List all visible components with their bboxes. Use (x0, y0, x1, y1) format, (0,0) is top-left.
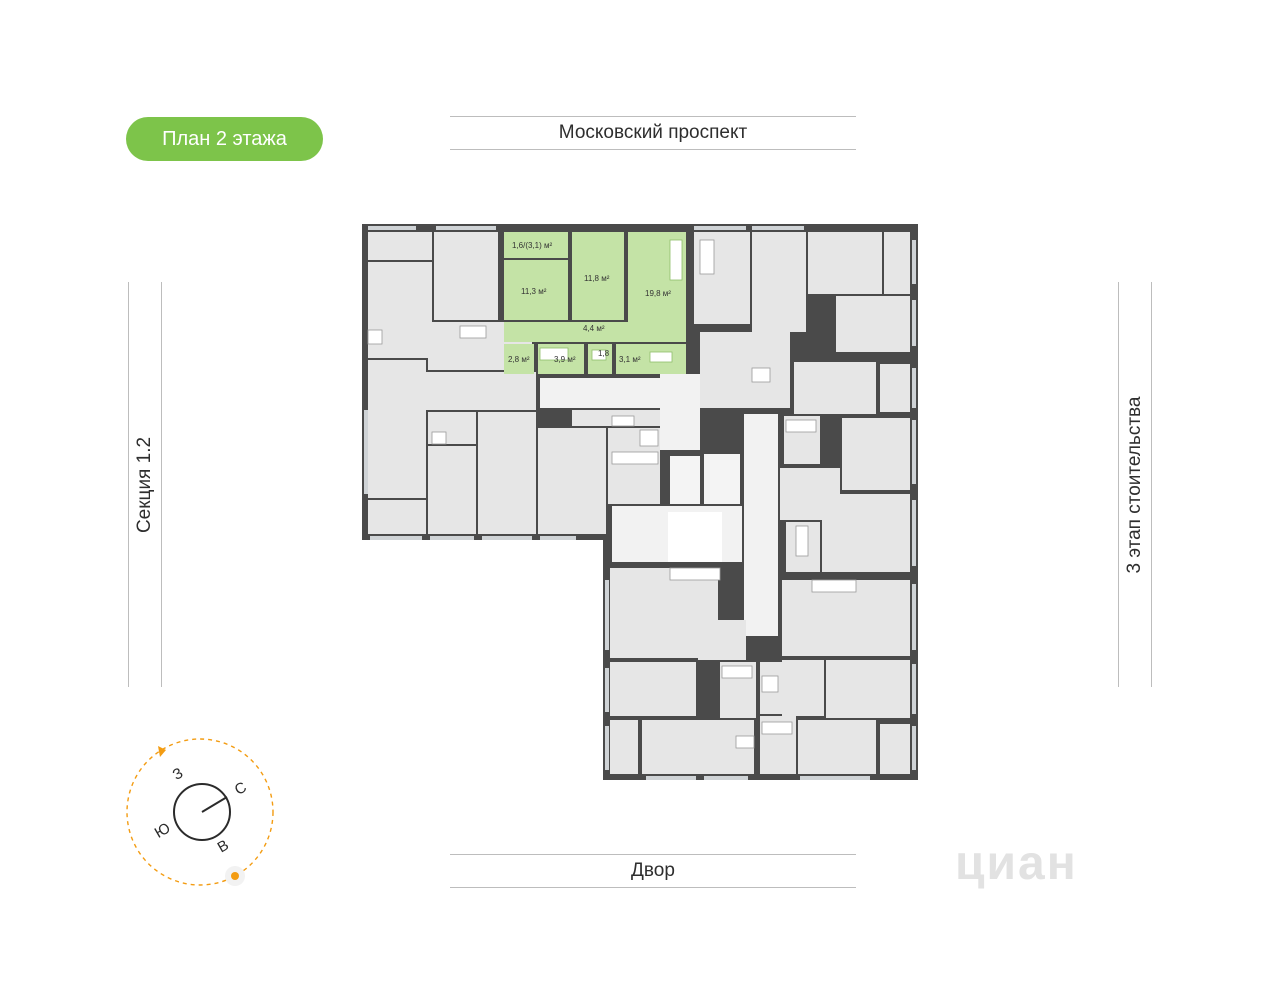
compass-ring (173, 783, 231, 841)
compass: С В Ю З (126, 738, 274, 886)
label-bath: 3,9 м² (554, 355, 576, 364)
compass-needle (201, 796, 228, 813)
watermark: циан (955, 837, 1078, 890)
compass-orbit (126, 738, 274, 886)
label-storage: 3,1 м² (619, 355, 641, 364)
street-bottom: Двор (450, 854, 856, 888)
label-balcony: 1,6/(3,1) м² (512, 241, 553, 250)
compass-arrow-icon (158, 746, 166, 757)
room-a (504, 260, 568, 320)
side-right: 3 этап стоительства (1118, 282, 1152, 687)
label-wc: 1,8 (598, 349, 610, 358)
room-hall (504, 322, 686, 342)
label-room-a: 11,3 м² (521, 287, 547, 296)
label-kitchen: 19,8 м² (645, 289, 671, 298)
label-hall: 4,4 м² (583, 324, 605, 333)
floor-badge: План 2 этажа (126, 117, 323, 161)
compass-west: З (170, 765, 186, 784)
compass-south: Ю (152, 819, 174, 841)
room-entry (504, 344, 534, 374)
room-balcony (504, 232, 568, 258)
side-left: Секция 1.2 (128, 282, 162, 687)
label-entry: 2,8 м² (508, 355, 530, 364)
windows (364, 226, 916, 780)
fixtures (367, 239, 857, 749)
compass-north: С (232, 779, 250, 799)
room-b (572, 232, 624, 320)
compass-east: В (215, 837, 232, 857)
street-top: Московский проспект (450, 116, 856, 150)
label-room-b: 11,8 м² (584, 274, 610, 283)
